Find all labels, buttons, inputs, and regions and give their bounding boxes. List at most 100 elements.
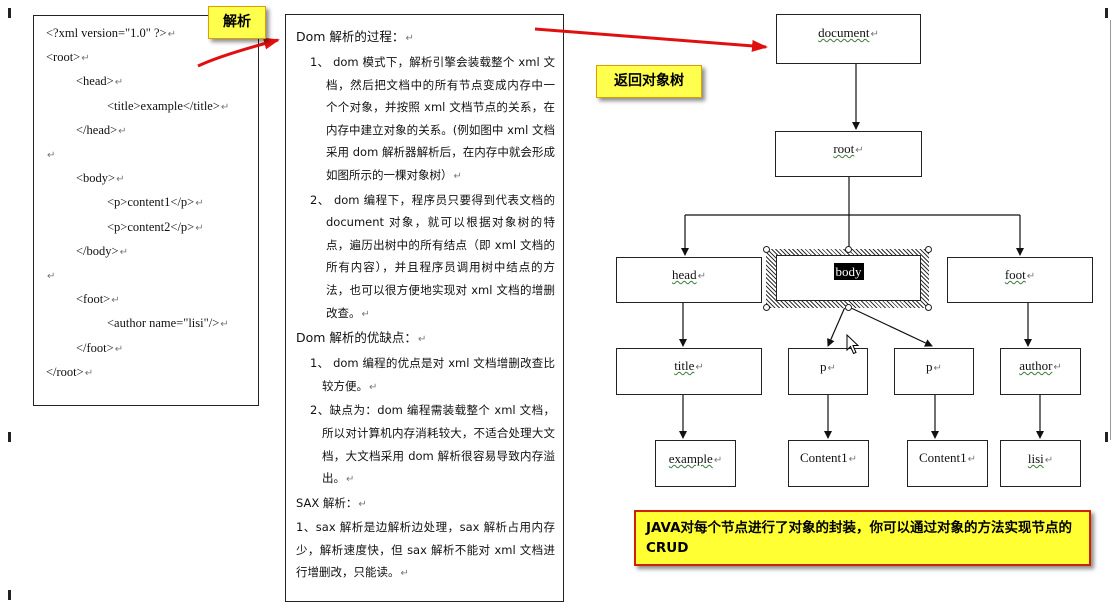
xml-line: <body>↵ (46, 167, 258, 191)
edge-body-p2 (848, 306, 933, 347)
xml-line-text: <?xml version="1.0" ?> (46, 26, 167, 40)
paragraph-mark-icon: ↵ (369, 381, 378, 393)
callout-return-tree: 返回对象树 (596, 65, 702, 98)
paragraph-mark-icon: ↵ (195, 198, 204, 210)
resize-handle[interactable] (763, 304, 770, 311)
node-content1-a: Content1↵ (788, 440, 869, 487)
page-corner-mark (8, 432, 11, 442)
xml-line: <title>example</title>↵ (46, 95, 258, 119)
paragraph-text: 1、 dom 编程的优点是对 xml 文档增删改查比较方便。 (310, 356, 555, 393)
callout-java-crud: JAVA对每个节点进行了对象的封装，你可以通过对象的方法实现节点的CRUD (634, 510, 1091, 566)
xml-line: </root>↵ (46, 361, 258, 385)
xml-line: <author name="lisi"/>↵ (46, 312, 258, 336)
paragraph-mark-icon: ↵ (47, 150, 56, 162)
node-root: root↵ (775, 131, 922, 177)
node-content1-b-label: Content1 (918, 450, 967, 465)
xml-line: <p>content2</p>↵ (46, 216, 258, 240)
resize-handle[interactable] (763, 246, 770, 253)
xml-line-text: <root> (46, 50, 81, 65)
paragraph-mark-icon: ↵ (119, 246, 128, 258)
node-body[interactable]: body (776, 255, 921, 301)
paragraph-text: SAX 解析： (296, 495, 358, 510)
section-heading: Dom 解析的优缺点：↵ (296, 326, 555, 352)
paragraph-mark-icon: ↵ (114, 343, 124, 355)
node-example-label: example (668, 451, 713, 466)
paragraph-mark-icon: ↵ (167, 29, 176, 40)
paragraph-mark-icon: ↵ (118, 125, 127, 137)
node-p2-label: p (926, 359, 933, 374)
node-content1-b: Content1↵ (907, 440, 988, 487)
resize-handle[interactable] (925, 246, 932, 253)
callout-parse: 解析 (208, 6, 266, 39)
xml-line: ↵ (46, 143, 258, 167)
paragraph-mark-icon: ↵ (114, 77, 124, 89)
explanation-paragraph: 1、 dom 编程的优点是对 xml 文档增删改查比较方便。↵ (296, 352, 555, 399)
node-document-label: document (818, 25, 870, 40)
node-lisi-label: lisi (1027, 451, 1044, 466)
paragraph-text: Dom 解析的优缺点： (296, 330, 417, 346)
xml-line: <root>↵ (46, 46, 258, 70)
xml-line: <head>↵ (46, 70, 258, 94)
page-corner-mark (1105, 8, 1108, 18)
paragraph-mark-icon: ↵ (346, 474, 355, 486)
page-corner-mark (8, 8, 11, 18)
node-p2: p↵ (894, 348, 974, 395)
node-head-label: head (672, 267, 697, 282)
node-author-label: author (1019, 358, 1053, 373)
xml-line: </foot>↵ (46, 337, 258, 361)
parse-arrow (197, 37, 280, 68)
resize-handle[interactable] (845, 304, 852, 311)
explanation-paragraph: 1、 dom 模式下，解析引擎会装载整个 xml 文档，然后把文档中的所有节点变… (296, 51, 555, 189)
xml-line-text: <p>content1</p> (107, 195, 195, 210)
xml-line-text: <head> (76, 74, 114, 89)
xml-line-text: </root> (46, 364, 84, 379)
mouse-cursor-icon (846, 334, 860, 355)
paragraph-text: 2、缺点为：dom 编程需装载整个 xml 文档，所以对计算机内存消耗较大，不适… (310, 403, 555, 486)
paragraph-mark-icon: ↵ (81, 53, 90, 65)
resize-handle[interactable] (925, 304, 932, 311)
node-title: title↵ (616, 348, 762, 395)
node-foot-label: foot (1004, 267, 1026, 282)
node-foot: foot↵ (947, 257, 1093, 303)
node-body-label: body (833, 263, 864, 280)
page-edge-line (1110, 20, 1111, 440)
explanation-paragraph: SAX 解析：↵ (296, 492, 555, 517)
paragraph-text: 1、 dom 模式下，解析引擎会装载整个 xml 文档，然后把文档中的所有节点变… (310, 55, 555, 182)
paragraph-mark-icon: ↵ (220, 101, 230, 113)
explanation-paragraph: 2、缺点为：dom 编程需装载整个 xml 文档，所以对计算机内存消耗较大，不适… (296, 399, 555, 491)
explanation-paragraph: 1、sax 解析是边解析边处理，sax 解析占用内存少，解析速度快，但 sax … (296, 516, 555, 586)
node-document: document↵ (776, 14, 921, 64)
node-p1: p↵ (788, 348, 868, 395)
paragraph-text: Dom 解析的过程： (296, 29, 405, 44)
xml-line-text: <foot> (76, 292, 111, 307)
return-tree-arrow (534, 27, 768, 52)
paragraph-mark-icon: ↵ (47, 271, 56, 283)
resize-handle[interactable] (845, 246, 852, 253)
node-root-label: root (833, 141, 855, 156)
paragraph-mark-icon: ↵ (195, 222, 204, 234)
node-content1-a-label: Content1 (799, 450, 848, 465)
paragraph-mark-icon: ↵ (405, 33, 414, 44)
page-corner-mark (1105, 432, 1108, 442)
dom-explanation-box: Dom 解析的过程：↵1、 dom 模式下，解析引擎会装载整个 xml 文档，然… (285, 14, 564, 602)
xml-line-text: </head> (76, 122, 118, 137)
section-heading: Dom 解析的过程：↵ (296, 25, 555, 51)
paragraph-mark-icon: ↵ (116, 174, 125, 186)
paragraph-mark-icon: ↵ (361, 308, 370, 320)
xml-source-box: <?xml version="1.0" ?>↵<root>↵<head>↵<ti… (33, 15, 259, 406)
edge-body-p1 (827, 306, 846, 347)
xml-line-text: <author name="lisi"/> (107, 316, 220, 331)
paragraph-mark-icon: ↵ (453, 170, 462, 182)
node-p1-label: p (820, 359, 827, 374)
explanation-paragraph: 2、 dom 编程下，程序员只要得到代表文档的 document 对象，就可以根… (296, 189, 555, 327)
paragraph-text: 1、sax 解析是边解析边处理，sax 解析占用内存少，解析速度快，但 sax … (296, 520, 555, 580)
node-author: author↵ (1000, 348, 1081, 395)
page-corner-mark (8, 590, 11, 600)
xml-line-text: <body> (76, 171, 116, 186)
xml-line: <?xml version="1.0" ?>↵ (46, 22, 258, 46)
xml-line-text: <title>example</title> (107, 98, 220, 113)
node-title-label: title (674, 358, 695, 373)
paragraph-mark-icon: ↵ (84, 367, 94, 379)
paragraph-text: 2、 dom 编程下，程序员只要得到代表文档的 document 对象，就可以根… (310, 192, 555, 320)
node-example: example↵ (655, 440, 736, 487)
